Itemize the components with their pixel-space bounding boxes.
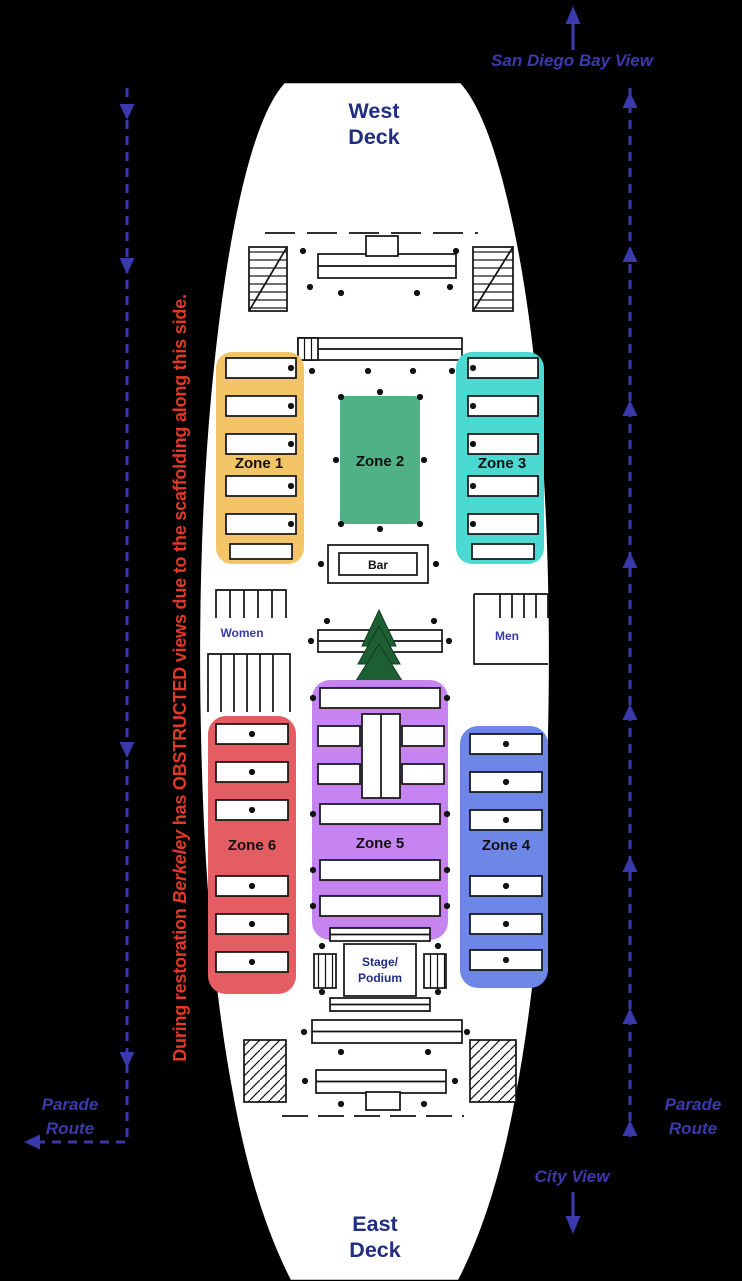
zone-6: Zone 6 (208, 716, 296, 994)
arrow-up-icon (622, 704, 638, 720)
stage-label-1: Stage/ (362, 955, 399, 969)
arrow-up-icon (622, 856, 638, 872)
stage-podium: Stage/ Podium (313, 927, 447, 1012)
zone-2: Zone 2 (340, 396, 420, 524)
west-deck-label-2: Deck (348, 125, 399, 149)
annotations: San Diego Bay View City View Parade Rout… (42, 51, 722, 1186)
arrow-down-icon (565, 1216, 581, 1234)
bay-view-arrow (565, 6, 581, 50)
parade-route-right-label-1: Parade (665, 1095, 722, 1114)
zone-4-area (460, 726, 548, 988)
parade-route-right-line (622, 88, 638, 1142)
east-deck-label-1: East (352, 1212, 397, 1236)
deck-labels: West Deck East Deck (348, 99, 400, 1262)
arrow-down-icon (119, 104, 135, 120)
zone-2-label: Zone 2 (356, 453, 404, 470)
zone-1-label: Zone 1 (235, 455, 283, 472)
bar-label: Bar (368, 558, 388, 572)
arrow-down-icon (119, 1052, 135, 1068)
zone-3-label: Zone 3 (478, 455, 526, 472)
zone-6-label: Zone 6 (228, 837, 276, 854)
zone-2-area (340, 396, 420, 524)
parade-route-left-label-2: Route (46, 1119, 94, 1138)
arrow-up-icon (622, 552, 638, 568)
arrow-down-icon (119, 742, 135, 758)
arrow-up-icon (622, 1008, 638, 1024)
women-restroom (207, 589, 291, 712)
obstructed-view-warning: During restoration Berkeley has OBSTRUCT… (170, 294, 190, 1062)
arrow-up-icon (622, 92, 638, 108)
zone-1: Zone 1 (216, 352, 304, 564)
parade-route-right-label-2: Route (669, 1119, 717, 1138)
city-view-label: City View (535, 1167, 612, 1186)
bay-view-label: San Diego Bay View (491, 51, 655, 70)
upper-deck-structures (248, 232, 514, 361)
christmas-tree-icon (353, 608, 405, 692)
women-label: Women (220, 626, 263, 640)
arrow-up-icon (622, 1120, 638, 1136)
arrow-up-icon (622, 400, 638, 416)
lower-deck-structures (243, 1019, 517, 1117)
zone-3: Zone 3 (456, 352, 544, 564)
arrow-up-icon (565, 6, 581, 24)
parade-route-left-label-1: Parade (42, 1095, 99, 1114)
east-deck-label-2: Deck (349, 1238, 400, 1262)
stairs-lower-left (243, 1039, 287, 1103)
stage-label-2: Podium (358, 971, 402, 985)
parade-route-left-line (24, 88, 135, 1150)
city-view-arrow (565, 1192, 581, 1234)
men-restroom (473, 593, 549, 665)
zone-5-label: Zone 5 (356, 835, 404, 852)
arrow-down-icon (119, 258, 135, 274)
arrow-left-icon (24, 1134, 40, 1150)
zone-5: Zone 5 (309, 680, 451, 940)
bar: Bar (327, 544, 429, 584)
west-deck-label-1: West (349, 99, 400, 123)
arrow-up-icon (622, 246, 638, 262)
stairs-lower-right (469, 1039, 517, 1103)
post-dots (299, 247, 471, 1108)
zone-4: Zone 4 (460, 726, 548, 988)
men-label: Men (495, 629, 519, 643)
zone-4-label: Zone 4 (482, 837, 531, 854)
